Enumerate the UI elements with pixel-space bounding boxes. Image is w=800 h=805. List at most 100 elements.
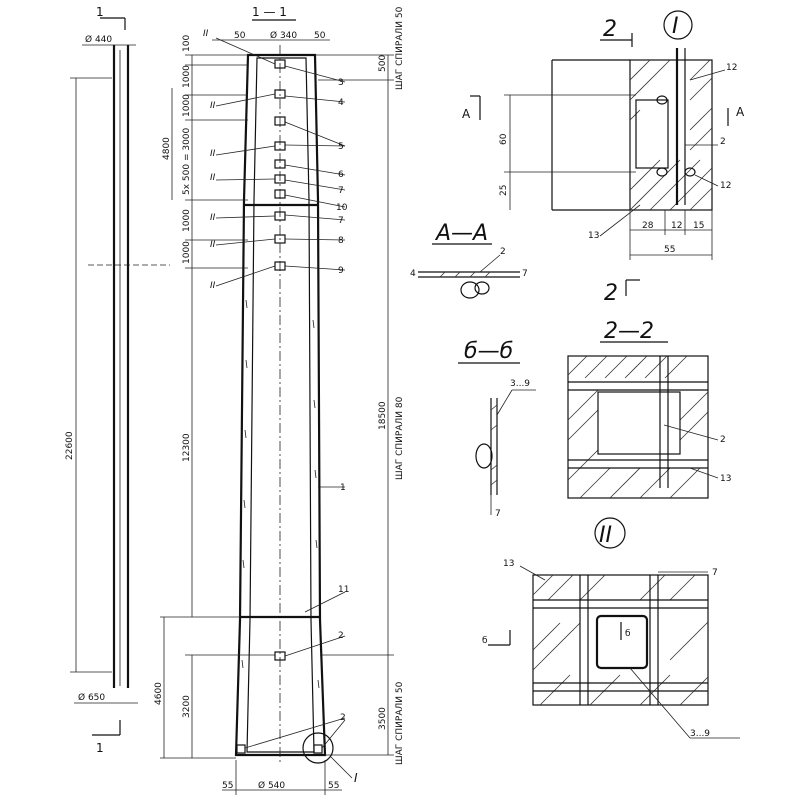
detail-i-hatch [629,59,713,211]
top-dim-left: 50 [234,31,246,41]
detail-i-leader [694,174,719,187]
detail-i-dim-60: 60 [499,133,509,145]
dim-seg-3: 1000 [182,94,192,117]
callout-11: 11 [338,585,349,595]
detail-ii-roman: II [599,523,612,548]
section-label-bottom: 1 [96,741,104,755]
detail-i-dim-55: 55 [664,245,675,255]
section-66-callout-3-9: 3...9 [510,379,530,389]
detail-i-dim-12: 12 [671,221,682,231]
section-66-callout-7: 7 [495,509,501,519]
section-22-block [567,355,709,499]
section-aa-callout-7: 7 [522,269,528,279]
callout-2b: 2 [340,713,346,723]
detail-ref-ii: II [210,149,216,159]
detail-ref-ii: II [210,240,216,250]
detail-ref-ii: II [210,101,216,111]
detail-i-circle [663,10,693,40]
embedded-part [274,189,286,199]
callout-4: 4 [338,98,344,108]
total-height-label: 22600 [65,431,75,460]
dia-top-label: Ø 440 [85,34,112,45]
embedded-part [313,744,323,754]
embedded-part [236,744,246,754]
embedded-part [274,116,286,126]
detail-i-weld [656,167,668,177]
right-top-note: ШАГ СПИРАЛИ 50 [395,6,405,90]
dim-seg-4: 1000 [182,209,192,232]
detail-i-roman: I [672,14,679,39]
right-top-dim: 500 [378,55,388,72]
callout-1: 1 [340,483,346,493]
section-aa-leader [479,254,501,273]
callout-10: 10 [336,203,348,213]
section-aa-weld [474,281,490,295]
detail-i-wall [629,59,713,211]
detail-i-dim-15: 15 [693,221,704,231]
section-22-callout-13: 13 [720,474,731,484]
callout-3: 3 [338,78,344,88]
detail-i-cavity [635,99,669,169]
embedded-part [274,159,286,169]
detail-ii-callout-13: 13 [503,559,514,569]
detail-i-section-mark: 2 [603,17,617,42]
top-dim-right: 50 [314,31,326,41]
detail-ref-ii: II [210,213,216,223]
detail-i-view: 2 I A A 60 [462,10,745,306]
section-aa-title: А—А [434,221,488,246]
dim-group-note: 5х 500 = 3000 [182,127,192,195]
section-22-leader [663,424,719,441]
left-elevation-view: 1 1 Ø 440 Ø 650 22600 [65,5,170,755]
detail-i-leader [329,755,353,779]
detail-i-callout-12: 12 [726,63,737,73]
detail-i-leader [689,69,726,81]
callout-7b: 7 [338,216,344,226]
detail-ii-cut-mark-left: б [482,636,488,646]
dim-seg-5: 1000 [182,241,192,264]
right-bot-dim: 3500 [378,707,388,730]
section-label-top: 1 [96,5,104,19]
detail-ii-hatch [532,574,709,706]
cut-label-a-left: A [462,107,471,121]
section-aa-rod [460,281,480,299]
detail-ii-callout-7: 7 [712,568,718,578]
detail-ii-circle [594,517,626,549]
bottom-dim-left: 55 [222,781,233,791]
detail-i-dim-25: 25 [499,185,509,196]
pole-section-inner [246,57,315,753]
detail-ref-ii: II [203,29,209,39]
detail-i-leader [599,204,641,237]
detail-ref-ii: II [210,173,216,183]
callout-leaders [244,65,346,749]
callout-8: 8 [338,236,344,246]
bottom-dim-right: 55 [328,781,339,791]
bottom-dim-center: Ø 540 [258,780,285,791]
bottom-dim-outer-label: 4600 [154,682,164,705]
dim-group-total: 4800 [162,137,172,160]
detail-i-marker-circle [302,732,334,764]
callout-6: 6 [338,170,344,180]
section-66-rod [475,443,493,469]
detail-ref-ii: II [210,281,216,291]
section-22-view: 2—2 2 13 [567,319,731,499]
callout-9: 9 [338,266,344,276]
section-66-title: б—б [464,339,513,364]
section-22-leader [689,467,719,479]
detail-i-weld [656,95,668,105]
detail-ii-leader [629,667,691,739]
cut-label-a-right: A [736,105,745,119]
right-mid-dim: 18500 [378,401,388,430]
callout-2: 2 [338,631,344,641]
callout-7: 7 [338,186,344,196]
section-22-title: 2—2 [604,319,654,344]
section-66-leader [496,389,513,416]
dia-bottom-label: Ø 650 [78,692,105,703]
top-dim-center: Ø 340 [270,30,297,41]
dim-seg-2: 1000 [182,65,192,88]
section-title-1-1: 1 — 1 [252,5,287,19]
detail-ii-view: II б б 13 7 3...9 [482,517,740,739]
detail-ii-cut-mark-center: б [625,629,631,639]
callout-5: 5 [338,142,344,152]
